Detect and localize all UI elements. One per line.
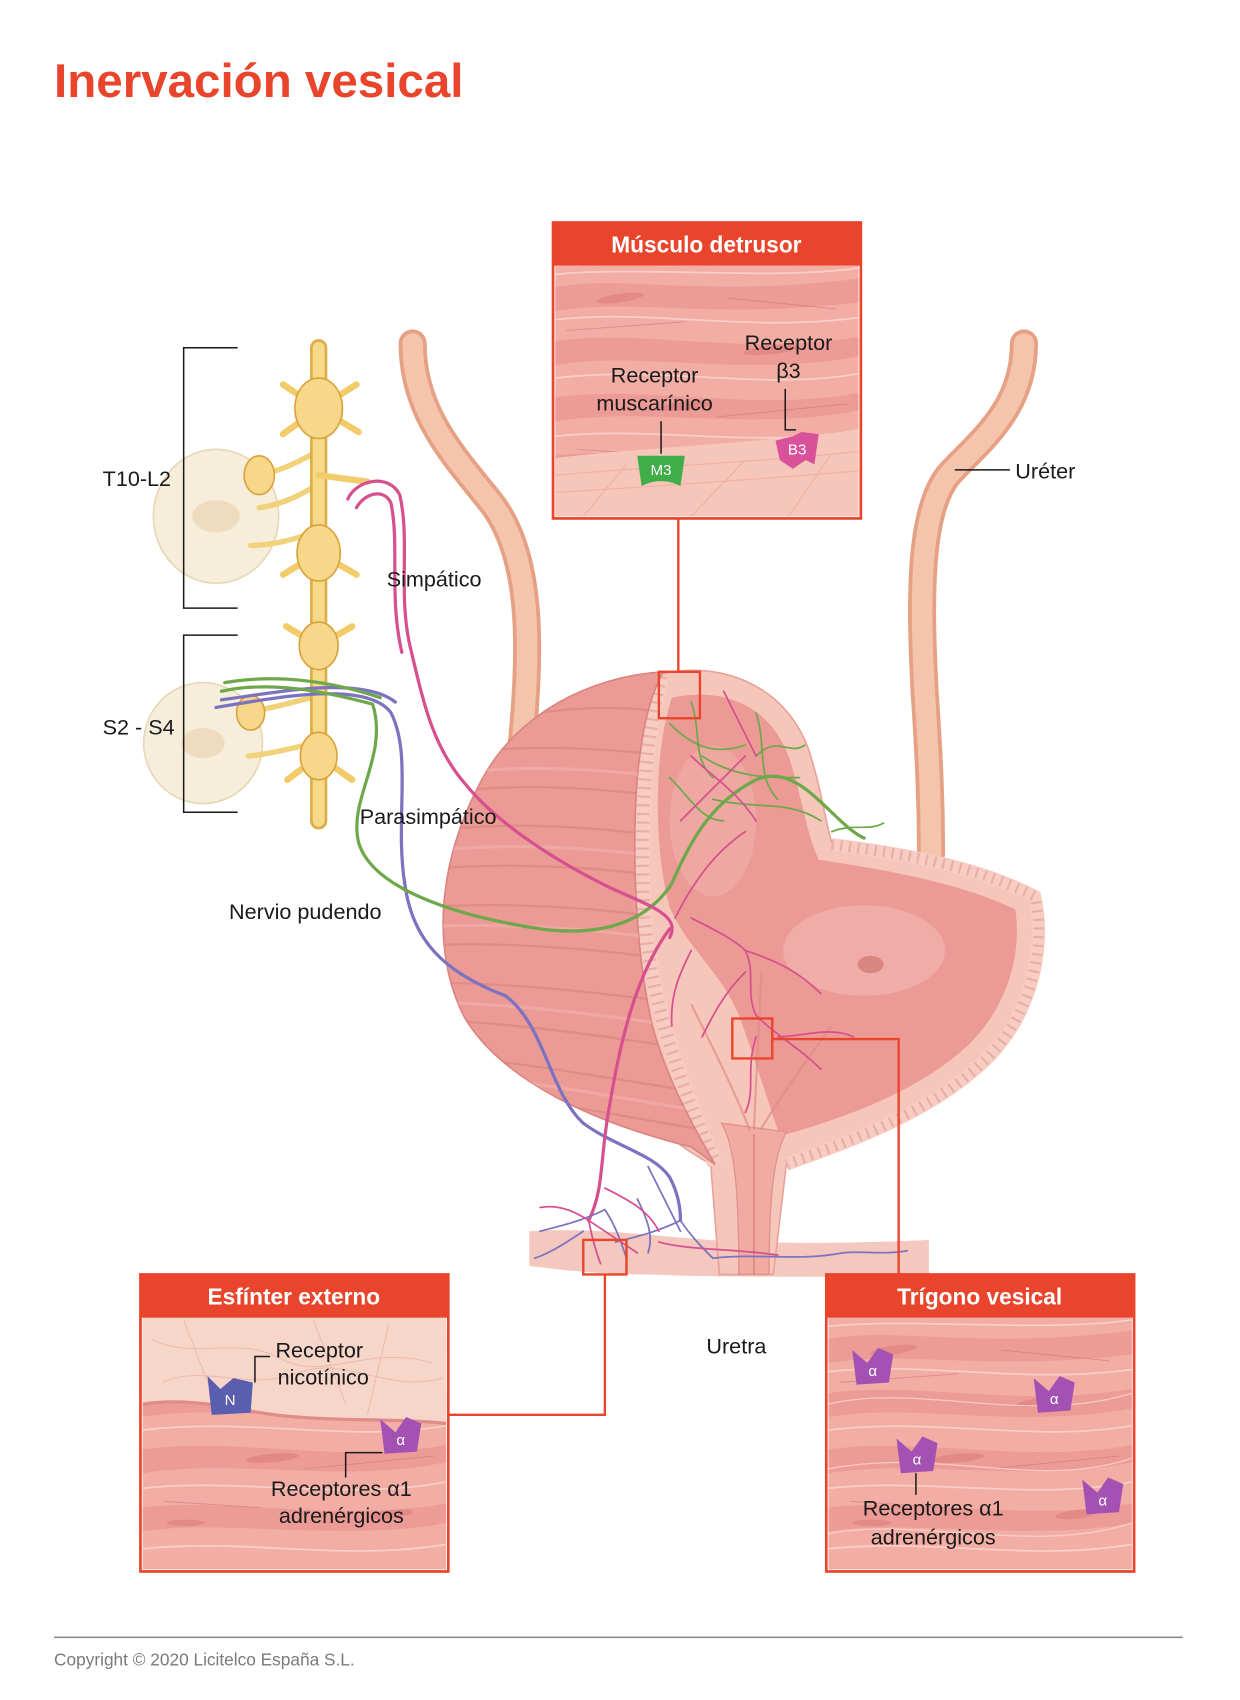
bracket-lower bbox=[182, 634, 238, 813]
beta3-label-line1: Receptor bbox=[745, 330, 833, 355]
pudendal-nerve-root bbox=[219, 685, 397, 704]
alpha-receptor-shape bbox=[380, 1417, 422, 1454]
sphincter-alpha-leader bbox=[344, 1451, 383, 1478]
alpha-receptor-shape bbox=[1033, 1375, 1075, 1413]
sphincter-alpha1-label-line1: Receptores α1 bbox=[271, 1476, 412, 1501]
segment-label-lower: S2 - S4 bbox=[103, 714, 175, 739]
detrusor-inset: Músculo detrusor Receptor muscarínico M3… bbox=[551, 221, 863, 520]
right-ureter bbox=[911, 333, 1035, 864]
cavity-highlight bbox=[783, 905, 946, 996]
sphincter-muscle-edge bbox=[142, 1400, 447, 1426]
trigone-alpha1-label-line2: adrenérgicos bbox=[871, 1524, 996, 1549]
b3-receptor-label: B3 bbox=[788, 442, 806, 459]
nicotinic-receptor-shape bbox=[207, 1375, 253, 1415]
ganglion-3 bbox=[298, 621, 339, 671]
external-sphincter-inset: Esfínter externo Receptor nicotínico N α… bbox=[139, 1273, 450, 1573]
sympathetic-nerve bbox=[346, 479, 674, 940]
segment-brackets: T10-L2 S2 - S4 bbox=[103, 347, 238, 813]
parasympathetic-nerve bbox=[219, 685, 866, 933]
trigone-alpha-receptor-3: α bbox=[896, 1436, 938, 1474]
pudendal-plexus bbox=[533, 1165, 909, 1260]
parasympathetic-nerve-root bbox=[223, 677, 382, 700]
detrusor-border bbox=[551, 221, 863, 520]
grey-matter-lower bbox=[181, 727, 225, 759]
nicotinic-label-line1: Receptor bbox=[275, 1338, 363, 1363]
ganglion-4 bbox=[299, 731, 338, 781]
trigone-fibers bbox=[828, 1392, 1132, 1537]
trigone-tissue bbox=[828, 1317, 1132, 1570]
grey-matter-upper bbox=[192, 500, 240, 533]
sphincter-alpha1-label-line2: adrenérgicos bbox=[279, 1503, 404, 1528]
sphincter-header bbox=[140, 1274, 449, 1318]
sympathetic-bladder-branches bbox=[670, 690, 855, 1114]
copyright: Copyright © 2020 Licitelco España S.L. bbox=[54, 1649, 355, 1669]
ureter-label: Uréter bbox=[1015, 458, 1075, 483]
alpha-receptor-label: α bbox=[1050, 1391, 1059, 1408]
muscarinic-label-line1: Receptor bbox=[611, 362, 699, 387]
nicotinic-receptor: N bbox=[207, 1375, 253, 1415]
trigone-connector bbox=[772, 1037, 900, 1275]
sympathetic-label: Simpático bbox=[387, 566, 482, 591]
pudendal-label: Nervio pudendo bbox=[229, 899, 381, 924]
ureteric-orifice bbox=[857, 955, 884, 974]
ganglia bbox=[235, 377, 344, 781]
bladder-dome-exterior bbox=[442, 670, 716, 1165]
detrusor-header bbox=[553, 222, 861, 266]
sympathetic-sphincter-branch bbox=[587, 927, 672, 1223]
ganglion-2 bbox=[296, 524, 342, 582]
trigone-header bbox=[826, 1274, 1135, 1318]
sphincter-border bbox=[139, 1273, 450, 1573]
trigone-alpha-receptor-1: α bbox=[852, 1347, 894, 1385]
page-title: Inervación vesical bbox=[54, 55, 463, 108]
b3-receptor-shape bbox=[775, 432, 819, 469]
cut-edge-right bbox=[784, 838, 1046, 1171]
beta3-leader bbox=[784, 388, 797, 431]
trigone-border bbox=[824, 1273, 1136, 1573]
m3-receptor: M3 bbox=[637, 455, 685, 487]
beta3-label-line2: β3 bbox=[776, 358, 800, 383]
bladder bbox=[442, 669, 1046, 1280]
alpha-receptor-shape bbox=[1082, 1477, 1124, 1515]
sphincter-title: Esfínter externo bbox=[208, 1284, 381, 1310]
cavity-highlight-2 bbox=[669, 745, 757, 897]
alpha-receptor-label: α bbox=[868, 1363, 877, 1380]
left-ureter bbox=[402, 333, 538, 767]
parasympathetic-label: Parasimpático bbox=[360, 804, 497, 829]
alpha-receptor-shape bbox=[896, 1436, 938, 1474]
nerves bbox=[214, 479, 909, 1265]
detrusor-title: Músculo detrusor bbox=[611, 232, 801, 258]
nicotinic-receptor-label: N bbox=[225, 1392, 236, 1409]
detrusor-mucosa-fibers bbox=[555, 450, 859, 517]
trigone-alpha1-label-line1: Receptores α1 bbox=[863, 1495, 1004, 1520]
ganglion-1 bbox=[294, 377, 344, 440]
cut-edge-left bbox=[634, 674, 722, 1168]
alpha-receptor-label: α bbox=[1098, 1493, 1107, 1510]
sympathetic-nerve-secondary bbox=[354, 492, 404, 654]
b3-receptor: B3 bbox=[775, 432, 819, 469]
segment-label-upper: T10-L2 bbox=[103, 466, 171, 491]
trigone-title: Trígono vesical bbox=[897, 1284, 1062, 1310]
callouts bbox=[448, 518, 900, 1417]
nicotinic-leader bbox=[254, 1355, 271, 1383]
ureters bbox=[398, 329, 1038, 868]
m3-receptor-shape bbox=[637, 455, 685, 487]
trigone-alpha-receptor-4: α bbox=[1082, 1477, 1124, 1515]
nicotinic-label-line2: nicotínico bbox=[278, 1365, 369, 1390]
alpha-receptor-shape bbox=[852, 1347, 894, 1385]
bracket-upper bbox=[182, 347, 238, 609]
sympathetic-plexus bbox=[539, 1187, 779, 1265]
m3-receptor-label: M3 bbox=[651, 462, 672, 479]
trigone-alpha-receptor-2: α bbox=[1033, 1375, 1075, 1413]
alpha-receptor-label: α bbox=[913, 1452, 922, 1469]
trigone-inset: Trígono vesical α α α α Receptores α1 ad… bbox=[824, 1273, 1136, 1573]
sympathetic-chain bbox=[235, 339, 371, 830]
urethra-label: Uretra bbox=[706, 1333, 767, 1358]
root-ganglion-upper bbox=[243, 454, 276, 496]
muscarinic-label-line2: muscarínico bbox=[596, 390, 712, 415]
pudendal-nerve bbox=[214, 692, 683, 1223]
sphincter-alpha-receptor: α bbox=[380, 1417, 422, 1454]
alpha-receptor-label: α bbox=[396, 1432, 405, 1449]
sphincter-connector bbox=[448, 1274, 607, 1417]
